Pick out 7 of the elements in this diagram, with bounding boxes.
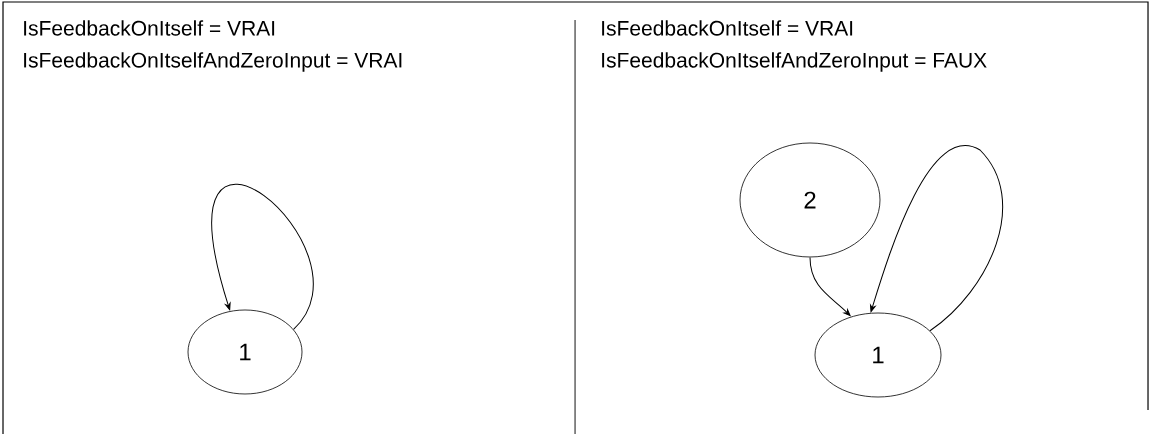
heading-text: IsFeedbackOnItselfAndZeroInput = VRAI — [24, 52, 402, 72]
arrow — [809, 256, 851, 317]
arrow — [870, 145, 1004, 332]
heading-text: IsFeedbackOnItself = VRAI — [602, 20, 853, 36]
heading-text: IsFeedbackOnItself = VRAI — [24, 20, 275, 36]
arrow — [211, 184, 314, 330]
heading-text: IsFeedbackOnItselfAndZeroInput = FAUX — [602, 52, 987, 72]
